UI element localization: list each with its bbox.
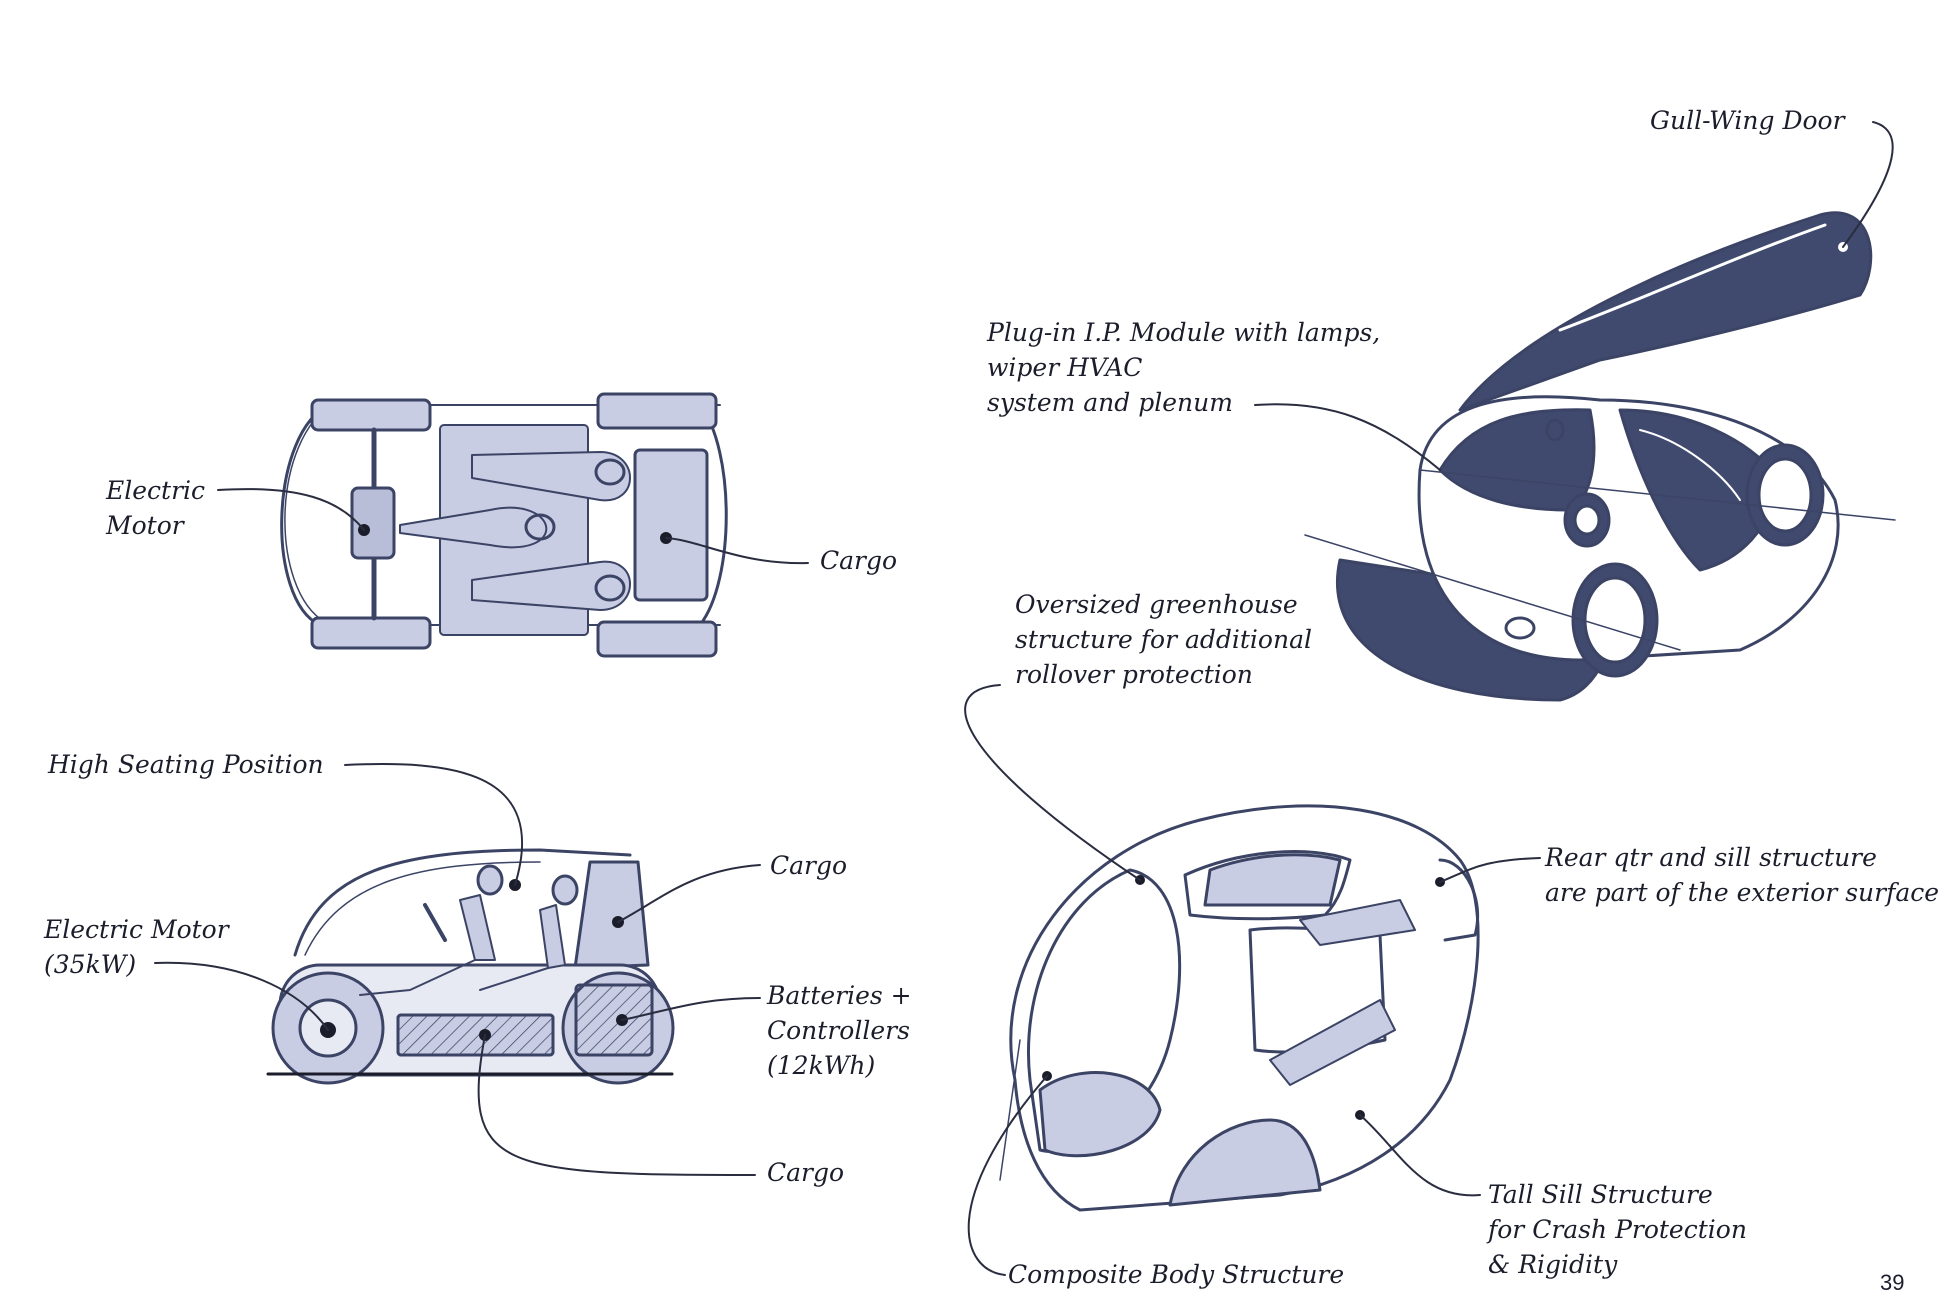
label-plug-in-ip-module-line2: wiper HVAC (987, 350, 1142, 385)
label-tall-sill-line2: for Crash Protection (1488, 1212, 1747, 1247)
label-high-seating-position: High Seating Position (48, 747, 324, 782)
body-structure-3d-sketch (1000, 806, 1478, 1210)
label-greenhouse-line2: structure for additional (1015, 622, 1312, 657)
label-batteries-line1: Batteries + (767, 978, 912, 1013)
label-tall-sill-line1: Tall Sill Structure (1488, 1177, 1713, 1212)
label-tall-sill-line3: & Rigidity (1488, 1247, 1617, 1282)
label-plug-in-ip-module-line3: system and plenum (987, 385, 1233, 420)
side-view-sketch (268, 850, 673, 1083)
label-gull-wing-door: Gull-Wing Door (1650, 103, 1845, 138)
label-batteries-line3: (12kWh) (767, 1048, 875, 1083)
label-plug-in-ip-module-line1: Plug-in I.P. Module with lamps, (987, 315, 1380, 350)
label-side-electric-motor-line2: (35kW) (44, 947, 136, 982)
label-top-cargo: Cargo (820, 543, 897, 578)
gull-wing-3d-sketch (1305, 213, 1895, 700)
label-side-cargo-floor: Cargo (767, 1155, 844, 1190)
label-greenhouse-line3: rollover protection (1015, 657, 1253, 692)
label-side-cargo-rear: Cargo (770, 848, 847, 883)
page-number: 39 (1880, 1270, 1904, 1296)
label-composite-body-structure: Composite Body Structure (1008, 1257, 1344, 1292)
label-batteries-line2: Controllers (767, 1013, 910, 1048)
label-rear-qtr-line1: Rear qtr and sill structure (1545, 840, 1877, 875)
label-top-electric-motor-line2: Motor (106, 508, 184, 543)
label-top-electric-motor-line1: Electric (106, 473, 205, 508)
top-view-sketch (282, 394, 727, 656)
label-rear-qtr-line2: are part of the exterior surface (1545, 875, 1939, 910)
label-greenhouse-line1: Oversized greenhouse (1015, 587, 1298, 622)
label-side-electric-motor-line1: Electric Motor (44, 912, 229, 947)
